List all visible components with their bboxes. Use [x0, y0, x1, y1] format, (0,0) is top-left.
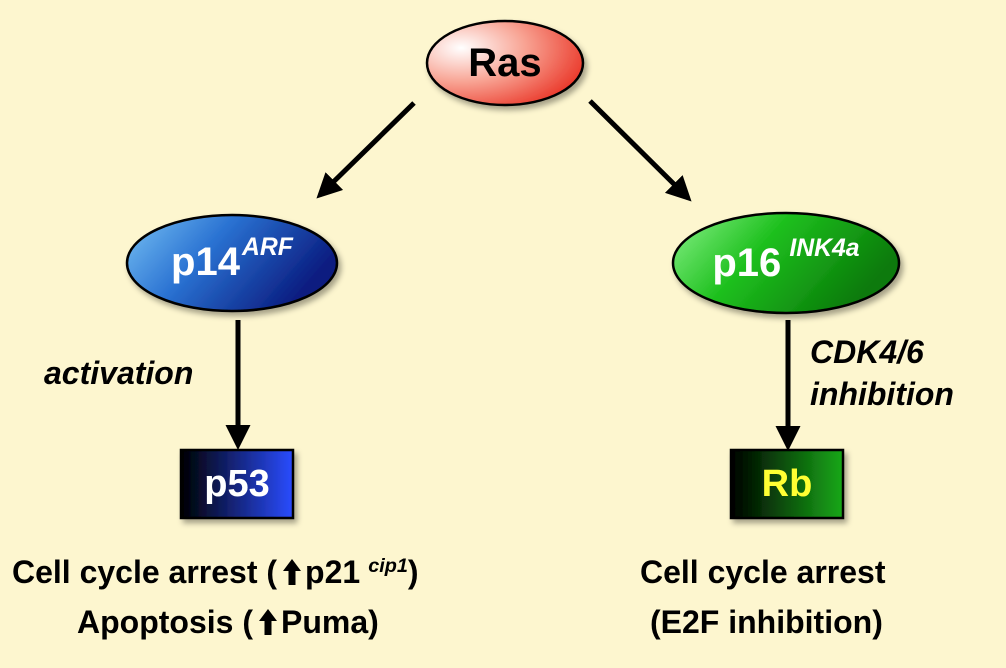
ink4a-superscript: INK4a — [789, 235, 860, 263]
p14arf-node — [125, 213, 339, 313]
arf-superscript: ARF — [241, 234, 293, 262]
p53-node — [179, 448, 295, 520]
rb-node — [729, 448, 845, 520]
p16ink4a-node — [671, 211, 901, 315]
p53-label-text: p53 — [204, 462, 270, 505]
arrow-ras-to-p16 — [588, 99, 692, 202]
p53-label: p53 — [181, 450, 293, 518]
up-arrow-icon — [283, 559, 302, 585]
left-outcome2-suffix: ) — [368, 604, 379, 640]
activation-edge-label: activation — [44, 355, 194, 391]
ras-label-text: Ras — [468, 40, 542, 85]
rb-label: Rb — [731, 450, 843, 518]
right-outcome-line2: (E2F inhibition) — [650, 604, 883, 640]
cdk46-edge-label-line1: CDK4/6 — [810, 334, 924, 370]
ras-label: Ras — [427, 23, 583, 103]
left-outcome1-suffix: ) — [407, 554, 419, 590]
cdk46-edge-label-line2: inhibition — [810, 376, 954, 412]
left-outcome1-gene: p21 — [305, 554, 361, 590]
left-outcome2-prefix: Apoptosis ( — [77, 604, 253, 640]
ras-node — [425, 19, 585, 107]
up-arrow-icon — [258, 609, 277, 635]
p14-label-text: p14 — [171, 239, 240, 284]
rb-label-text: Rb — [761, 462, 813, 505]
arrow-ras-to-p14 — [316, 101, 416, 199]
cip1-superscript: cip1 — [368, 555, 408, 578]
left-outcome2-gene: Puma — [280, 604, 369, 640]
p16-label-text: p16 — [712, 240, 782, 285]
left-outcome-line1: Cell cycle arrest ( p21 cip1) — [12, 554, 419, 591]
left-outcome1-prefix: Cell cycle arrest ( — [12, 554, 278, 590]
left-outcome-line2: Apoptosis ( Puma) — [77, 604, 379, 641]
right-outcome-line1: Cell cycle arrest — [640, 554, 886, 590]
